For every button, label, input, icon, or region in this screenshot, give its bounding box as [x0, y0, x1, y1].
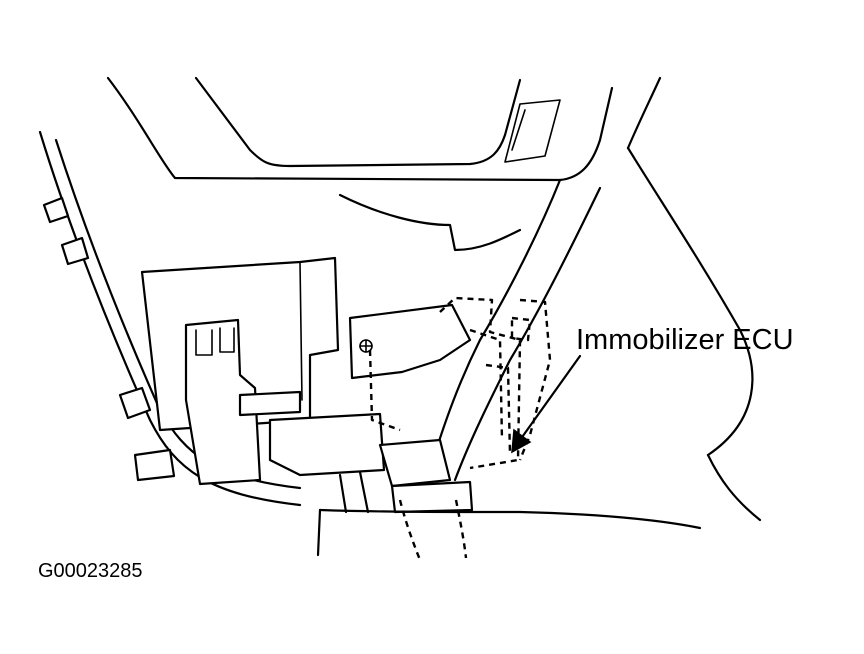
figure-id: G00023285	[38, 560, 143, 582]
wire-harness	[38, 130, 302, 507]
arrow-head-icon	[511, 428, 532, 454]
dashboard-outline	[106, 76, 662, 182]
callout-label: Immobilizer ECU	[576, 324, 794, 356]
junction-block	[140, 256, 386, 486]
callout-leader	[511, 354, 582, 454]
mounting-bracket	[316, 303, 702, 557]
steering-column-cover	[338, 146, 762, 522]
